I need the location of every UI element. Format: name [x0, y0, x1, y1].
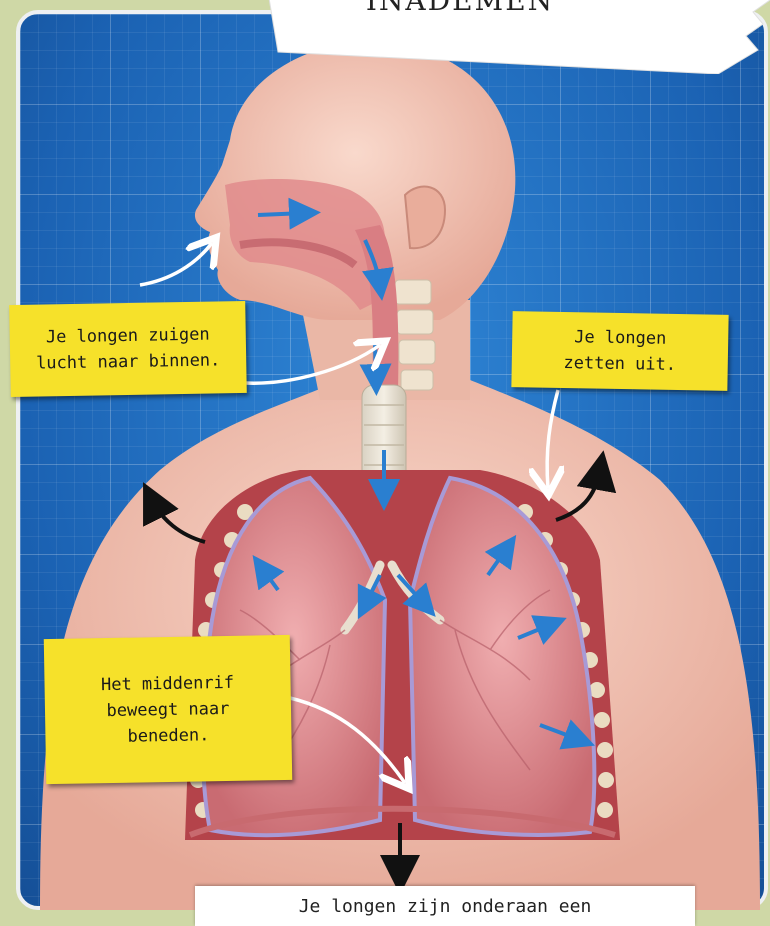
note-lungs-intake-line-2: lucht naar binnen. [18, 347, 238, 377]
note-lungs-expand-line-2: zetten uit. [520, 349, 720, 378]
note-lungs-intake: Je longen zuigen lucht naar binnen. [9, 301, 247, 397]
note-lungs-expand-line-1: Je longen [520, 323, 720, 352]
page-title: INADEMEN [270, 0, 650, 17]
footer-caption: Je longen zijn onderaan een [195, 896, 695, 917]
note-diaphragm: Het middenrif beweegt naar beneden. [44, 635, 292, 784]
note-diaphragm-line-1: Het middenrif [52, 668, 282, 698]
note-lungs-expand: Je longen zetten uit. [511, 311, 728, 391]
note-diaphragm-line-3: beneden. [53, 720, 283, 750]
note-diaphragm-line-2: beweegt naar [53, 694, 283, 724]
note-lungs-intake-line-1: Je longen zuigen [18, 321, 238, 351]
